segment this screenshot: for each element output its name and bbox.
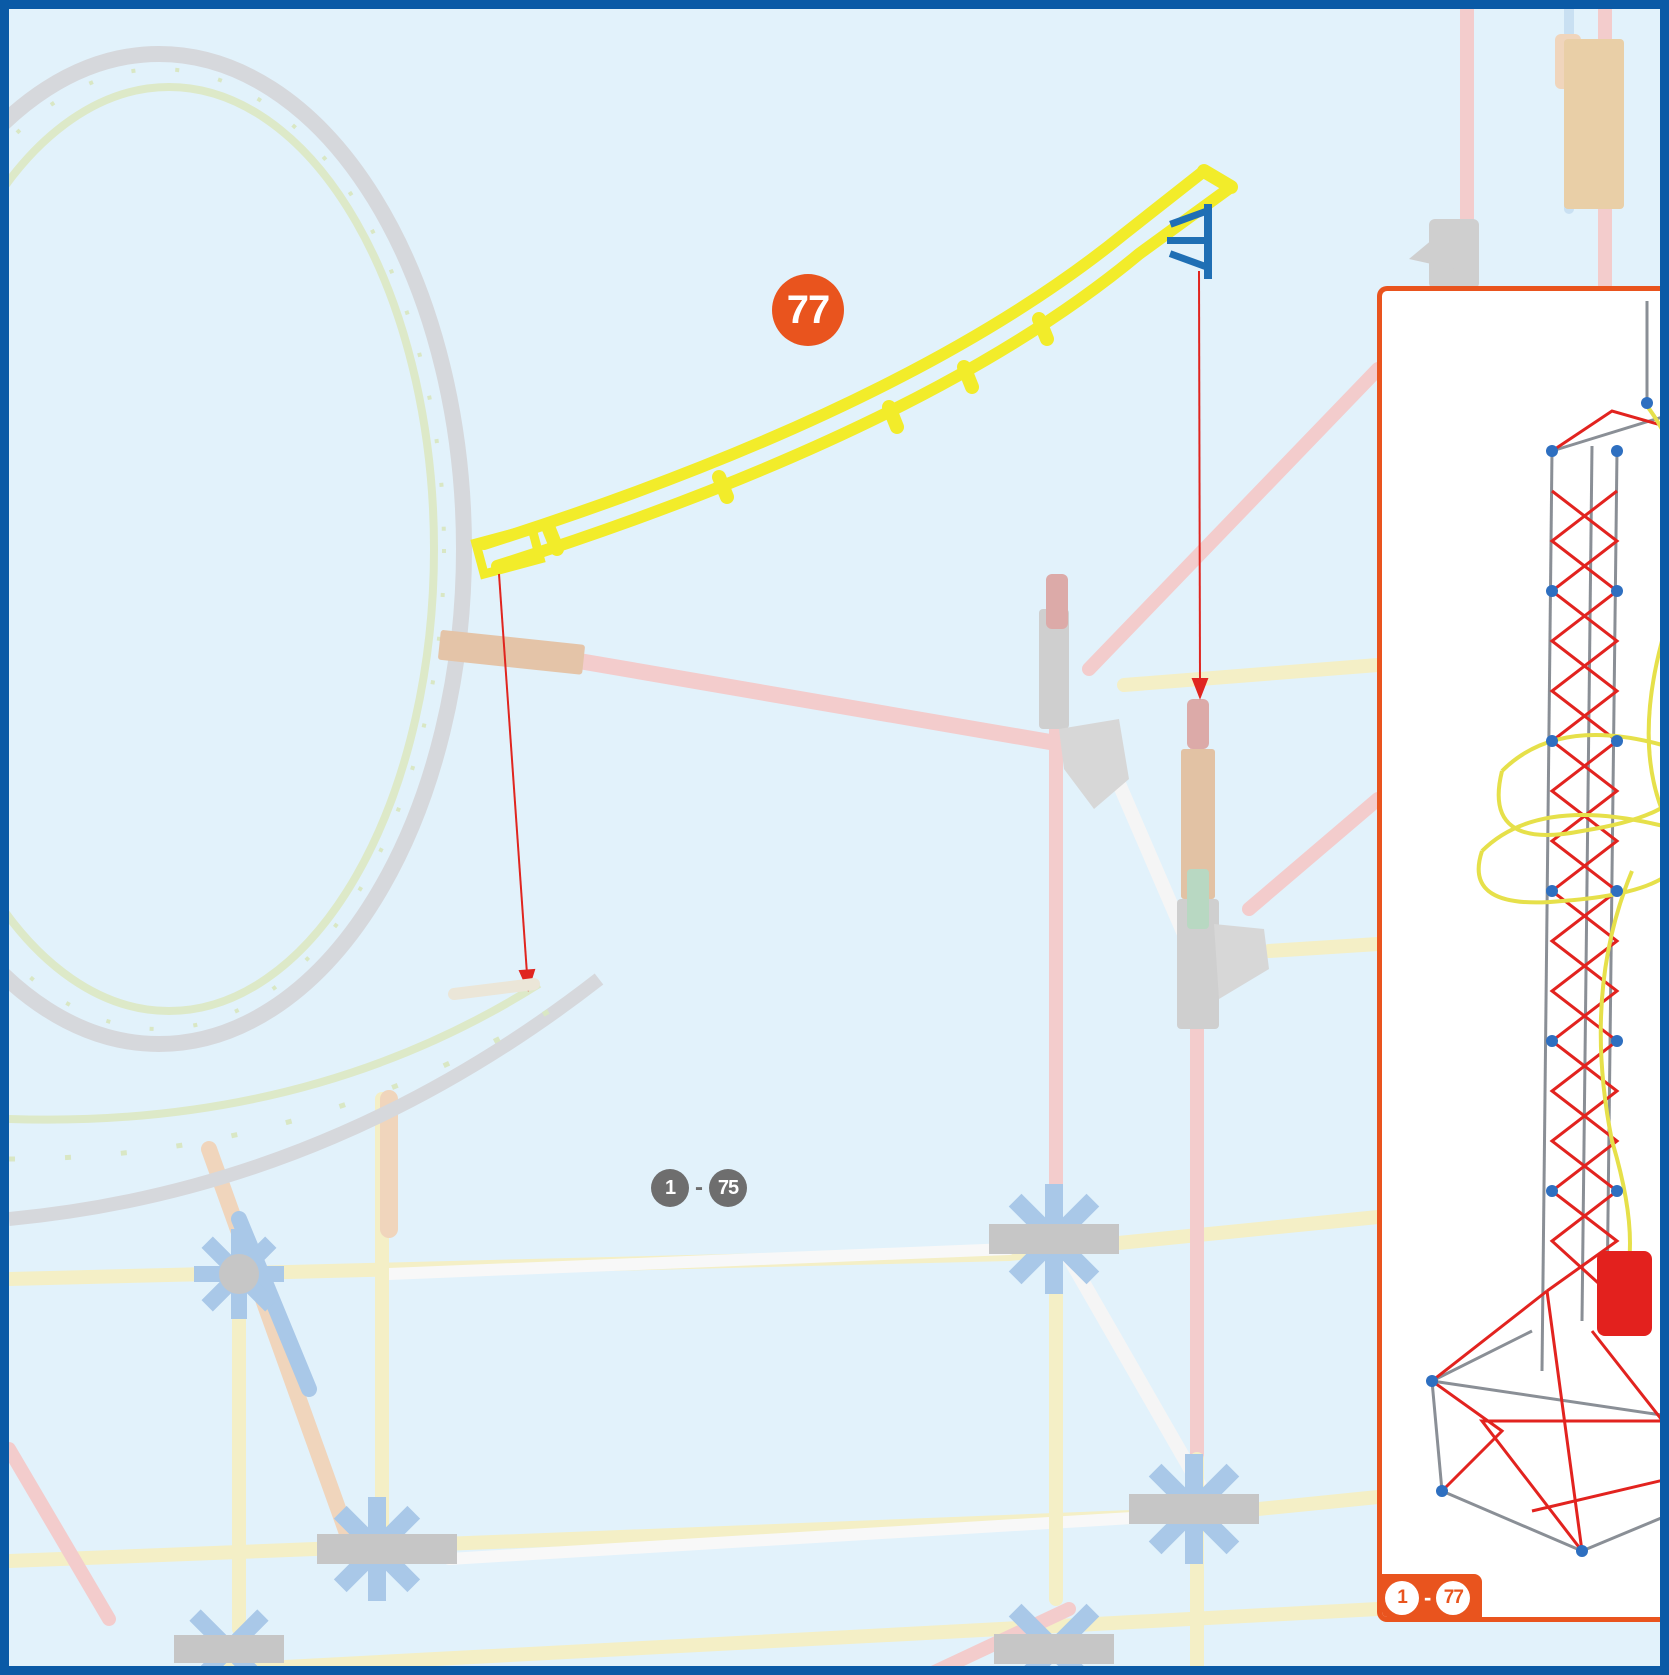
existing-track-loop: [9, 46, 604, 1226]
range-start-badge: 1: [651, 1169, 689, 1207]
connector-hubs: [174, 1184, 1259, 1666]
previous-steps-range: 1 - 75: [651, 1169, 747, 1207]
overview-range-end-badge: 77: [1436, 1581, 1471, 1615]
track-end: [448, 978, 540, 1000]
lift-motor: [1597, 1251, 1652, 1336]
grey-connectors: [1039, 219, 1479, 1029]
overview-range-label: 1 - 77: [1382, 1574, 1483, 1617]
step-number-badge: 77: [772, 274, 844, 346]
coaster-track: [1476, 404, 1660, 1292]
horizontal-rods: [9, 658, 1385, 1666]
overview-panel: 1 - 77: [1377, 286, 1660, 1622]
assembly-illustration: [9, 9, 1624, 1666]
range-end-badge: 75: [709, 1169, 747, 1207]
overview-model-illustration: [1426, 301, 1660, 1557]
tower-hubs: [1426, 397, 1653, 1557]
new-track-piece: [470, 164, 1238, 580]
blue-connector-piece: [1167, 204, 1212, 279]
tan-connectors: [438, 34, 1624, 929]
range-separator: -: [695, 1174, 703, 1201]
overview-range-separator: -: [1424, 1585, 1432, 1610]
assembly-arrows: [498, 270, 1209, 992]
overview-range-start-badge: 1: [1385, 1581, 1419, 1615]
tower-frame: [1430, 301, 1660, 1553]
